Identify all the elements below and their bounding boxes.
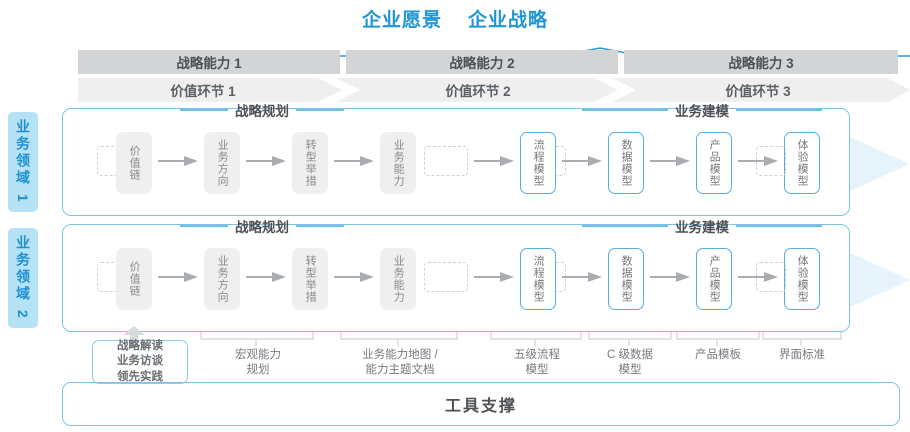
tool-label-macro-capability-plan: 宏观能力 规划 [235, 349, 281, 376]
row-2-section-header-strategy-planning: 战略规划 [180, 216, 344, 236]
bracket-product-template [676, 332, 760, 346]
row-2-placeholder-mid-left [424, 262, 468, 292]
bracket-data-model [588, 332, 672, 346]
row-2-arrow-4 [474, 272, 514, 282]
row-2-stage-process-model[interactable]: 流程模型 [520, 248, 556, 310]
row-1-arrow-1 [158, 156, 198, 166]
row-1-arrow-7 [738, 156, 778, 166]
row-2-section-label-2: 业务建模 [675, 220, 729, 235]
value-chain-label-1: 价值环节 1 [170, 84, 236, 99]
tool-box-strategy-interpretation[interactable]: 战略解读 业务访谈 领先实践 [92, 340, 188, 384]
tool-support-label: 工具支撑 [444, 398, 517, 415]
value-chain-label-3: 价值环节 3 [725, 84, 791, 99]
row-2-arrow-5 [562, 272, 602, 282]
business-domain-1-label: 业务领域 1 [15, 119, 31, 205]
row-2-stage-value-chain[interactable]: 价值链 [116, 248, 152, 310]
row-2-placeholder-right [756, 262, 786, 292]
row-1-arrow-3 [334, 156, 374, 166]
tool-label-ui-standard: 界面标准 [779, 349, 825, 361]
row-2-arrow-1 [158, 272, 198, 282]
row-2-stage-transformation-initiative[interactable]: 转型举措 [292, 248, 328, 310]
row-1-stage-experience-model[interactable]: 体验模型 [784, 132, 820, 194]
row-2-arrow-7 [738, 272, 778, 282]
title-vision: 企业愿景 [361, 9, 442, 31]
sidebar-item-business-domain-1[interactable]: 业务领域 1 [8, 112, 38, 212]
tool-label-c-level-data-model: C 级数据 模型 [607, 349, 653, 376]
tool-label-business-capability-map: 业务能力地图 / 能力主题文档 [362, 349, 438, 376]
capability-cell-3: 战略能力 3 [624, 50, 898, 74]
row-1-placeholder-mid-left [424, 146, 468, 176]
row-1-section-label-1: 战略规划 [235, 104, 289, 119]
tool-label-product-template: 产品模板 [695, 349, 741, 361]
value-chain-up-arrow [123, 326, 145, 348]
row-2-stage-experience-model[interactable]: 体验模型 [784, 248, 820, 310]
tool-support-footer: 工具支撑 [62, 382, 900, 426]
row-2-stage-business-capability[interactable]: 业务能力 [380, 248, 416, 310]
row-1-arrow-6 [650, 156, 690, 166]
row-2-stage-data-model[interactable]: 数据模型 [608, 248, 644, 310]
strategic-capability-bar: 战略能力 1 战略能力 2 战略能力 3 [78, 50, 898, 74]
tool-box-line-2: 业务访谈 [117, 355, 163, 368]
capability-label-2: 战略能力 2 [449, 56, 515, 71]
row-1-stage-process-model[interactable]: 流程模型 [520, 132, 556, 194]
diagram-title: 企业愿景 企业战略 [0, 4, 910, 32]
capability-label-1: 战略能力 1 [176, 56, 242, 71]
row-2-stage-product-model[interactable]: 产品模型 [696, 248, 732, 310]
row-1-stage-value-chain[interactable]: 价值链 [116, 132, 152, 194]
value-chain-bar: 价值环节 1 价值环节 2 价值环节 3 [78, 78, 910, 102]
row-1-stage-business-capability[interactable]: 业务能力 [380, 132, 416, 194]
title-strategy: 企业战略 [468, 9, 549, 31]
value-chain-label-2: 价值环节 2 [445, 84, 511, 99]
tool-label-five-level-process-model: 五级流程 模型 [514, 349, 560, 376]
row-1-placeholder-right [756, 146, 786, 176]
row-2-stage-business-direction[interactable]: 业务方向 [204, 248, 240, 310]
row-1-arrow-2 [246, 156, 286, 166]
bracket-process-model [490, 332, 582, 346]
capability-cell-1: 战略能力 1 [78, 50, 340, 74]
row-1-stage-transformation-initiative[interactable]: 转型举措 [292, 132, 328, 194]
row-1-section-label-2: 业务建模 [675, 104, 729, 119]
row-1-section-header-strategy-planning: 战略规划 [180, 100, 344, 120]
row-2-section-label-1: 战略规划 [235, 220, 289, 235]
row-2-arrow-3 [334, 272, 374, 282]
value-chain-chevron-shape [78, 78, 910, 102]
domain-row-1: 战略规划 业务建模 价值链 业务方向 转型举措 业务能力 流程模型 数据 [62, 104, 910, 216]
row-1-stage-business-direction[interactable]: 业务方向 [204, 132, 240, 194]
tool-box-line-1: 战略解读 [117, 340, 163, 353]
business-domain-2-label: 业务领域 2 [15, 235, 31, 321]
row-1-arrow-5 [562, 156, 602, 166]
row-2-section-header-business-modeling: 业务建模 [582, 216, 822, 236]
capability-label-3: 战略能力 3 [728, 56, 794, 71]
sidebar-item-business-domain-2[interactable]: 业务领域 2 [8, 228, 38, 328]
row-1-arrow-4 [474, 156, 514, 166]
bracket-capability-map [340, 332, 458, 346]
capability-cell-2: 战略能力 2 [346, 50, 618, 74]
row-1-stage-product-model[interactable]: 产品模型 [696, 132, 732, 194]
row-2-arrow-2 [246, 272, 286, 282]
domain-row-2: 战略规划 业务建模 价值链 业务方向 转型举措 业务能力 流程模型 数据模型 [62, 220, 910, 332]
row-1-section-header-business-modeling: 业务建模 [582, 100, 822, 120]
row-2-arrow-6 [650, 272, 690, 282]
bracket-ui-standard [762, 332, 842, 346]
bracket-macro-capability [200, 332, 314, 346]
row-1-stage-data-model[interactable]: 数据模型 [608, 132, 644, 194]
tool-box-line-3: 领先实践 [117, 370, 163, 383]
